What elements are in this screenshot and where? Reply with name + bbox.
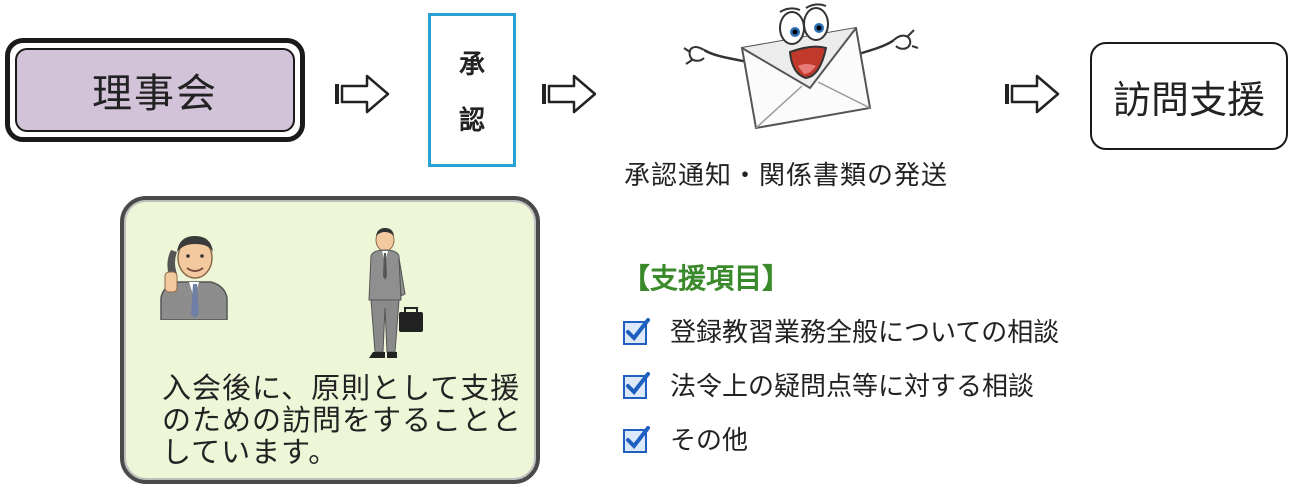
support-item-label: 法令上の疑問点等に対する相談 — [670, 372, 1035, 402]
visit-policy-line: 入会後に、原則として支援 — [162, 371, 521, 405]
envelope-mascot-icon — [683, 3, 919, 130]
visit-policy-line: のための訪問をすることと — [162, 403, 523, 437]
support-items-title: 【支援項目】 — [622, 262, 791, 295]
man-on-phone-icon — [160, 236, 228, 320]
support-item-label: 登録教習業務全般についての相談 — [670, 318, 1060, 348]
businessman-icon — [368, 228, 423, 358]
checkbox-icon — [623, 317, 650, 345]
visit-policy-text: 入会後に、原則として支援 のための訪問をすることと しています。 — [162, 372, 532, 468]
checkbox-icon — [623, 425, 650, 453]
approval-char: 認 — [458, 105, 485, 136]
support-item: 登録教習業務全般についての相談 — [622, 312, 1059, 349]
send-caption: 承認通知・関係書類の発送 — [624, 161, 949, 191]
approval-box: 承 認 — [428, 13, 516, 167]
board-box: 理事会 — [5, 38, 305, 142]
arrow-right-icon — [335, 74, 390, 114]
visit-policy-line: しています。 — [162, 435, 339, 469]
approval-char: 承 — [458, 49, 485, 80]
visit-policy-card — [120, 196, 540, 484]
board-label: 理事会 — [15, 48, 295, 132]
support-item-label: その他 — [670, 426, 749, 456]
arrow-right-icon — [1005, 74, 1060, 114]
checkbox-icon — [623, 371, 650, 399]
support-item: 法令上の疑問点等に対する相談 — [622, 366, 1034, 403]
visit-support-box: 訪問支援 — [1090, 42, 1288, 150]
support-item: その他 — [622, 420, 748, 457]
arrow-right-icon — [542, 74, 597, 114]
